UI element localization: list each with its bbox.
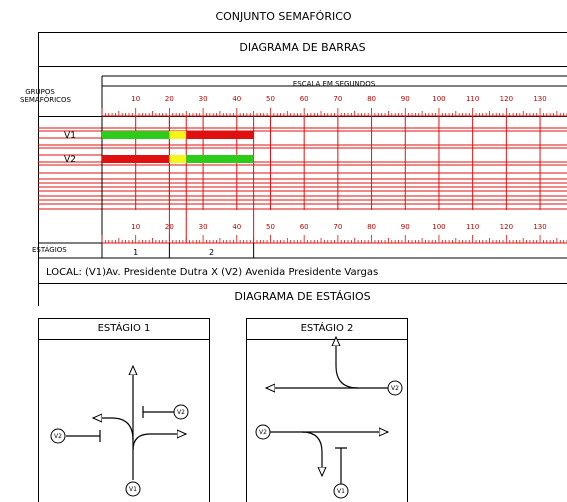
v2-label: V2 <box>259 429 267 436</box>
stage-number-label: 1 <box>133 248 138 257</box>
signal-interval-bar <box>186 131 254 139</box>
stage-1-movements <box>66 366 186 480</box>
signal-interval-bar <box>169 155 187 163</box>
signal-interval-bar <box>169 131 187 139</box>
signal-interval-bar <box>186 155 254 163</box>
ruler-tick-label: 100 <box>432 223 445 231</box>
group-label: V1 <box>64 131 76 141</box>
stage-box-1: ESTÁGIO 1 <box>38 318 210 502</box>
ruler-tick-label: 30 <box>199 223 208 231</box>
ruler-tick-label: 40 <box>232 223 241 231</box>
divider <box>38 66 567 67</box>
v1-right-turn-arrow <box>132 434 186 451</box>
v1-circle <box>333 483 349 499</box>
v2-circle <box>387 380 403 396</box>
stages-label: ESTÁGIOS <box>32 246 67 254</box>
ruler-tick-label: 80 <box>367 223 376 231</box>
ruler-tick-label: 50 <box>266 95 275 103</box>
ruler-tick-label: 120 <box>500 95 513 103</box>
ruler-tick-label: 60 <box>300 95 309 103</box>
ruler-tick-label: 90 <box>401 95 410 103</box>
v2-left-turn-up-arrow <box>336 337 359 389</box>
ruler-tick-label: 120 <box>500 223 513 231</box>
group-label: V2 <box>64 155 76 165</box>
ruler-tick-label: 100 <box>432 95 445 103</box>
v2-circle <box>173 404 189 420</box>
v2-stop-line <box>66 430 101 442</box>
stage-number-label: 2 <box>209 248 214 257</box>
ruler-tick-label: 20 <box>165 223 174 231</box>
stage-2-labels <box>255 380 403 499</box>
v1-stop-line <box>335 447 347 485</box>
ruler-tick-label: 130 <box>533 95 546 103</box>
ruler-tick-label: 10 <box>131 223 140 231</box>
stage-1-title: ESTÁGIO 1 <box>39 323 209 340</box>
v2-label: V2 <box>391 385 399 392</box>
groups-label: GRUPOS SEMAFÓRICOS <box>20 88 71 104</box>
ruler-tick-label: 90 <box>401 223 410 231</box>
v1-label: V1 <box>337 488 345 495</box>
stage-box-2: ESTÁGIO 2 <box>246 318 408 502</box>
scale-title: ESCALA EM SEGUNDOS <box>292 80 376 88</box>
v2-stop-line-upper <box>142 406 176 418</box>
signal-interval-bar <box>102 155 170 163</box>
v2-circle <box>255 424 271 440</box>
ruler-tick-label: 80 <box>367 95 376 103</box>
ruler-tick-label: 130 <box>533 223 546 231</box>
v2-label: V2 <box>177 409 185 416</box>
v1-circle <box>125 481 141 497</box>
v1-left-turn-arrow <box>93 418 134 441</box>
ruler-tick-label: 70 <box>333 95 342 103</box>
v2-right-turn-down-arrow <box>301 431 322 476</box>
ruler-tick-label: 110 <box>466 95 479 103</box>
ruler-tick-label: 50 <box>266 223 275 231</box>
location-text: LOCAL: (V1)Av. Presidente Dutra X (V2) A… <box>46 267 379 278</box>
ruler-tick-label: 60 <box>300 223 309 231</box>
divider <box>38 283 567 284</box>
ruler-tick-label: 40 <box>232 95 241 103</box>
v2-circle <box>50 428 66 444</box>
stage-2-movements <box>266 337 388 485</box>
page-title: CONJUNTO SEMAFÓRICO <box>215 10 352 23</box>
bar-diagram-frame <box>38 32 567 306</box>
ruler-tick-label: 70 <box>333 223 342 231</box>
bar-diagram-title: DIAGRAMA DE BARRAS <box>239 41 366 54</box>
signal-interval-bar <box>102 131 170 139</box>
ruler-tick-label: 20 <box>165 95 174 103</box>
stage-1-labels <box>50 404 189 497</box>
stage-diagram-title: DIAGRAMA DE ESTÁGIOS <box>234 290 371 303</box>
ruler-tick-label: 110 <box>466 223 479 231</box>
ruler-tick-label: 10 <box>131 95 140 103</box>
stage-2-title: ESTÁGIO 2 <box>247 323 407 340</box>
v2-label: V2 <box>54 433 62 440</box>
v1-label: V1 <box>129 486 137 493</box>
ruler-tick-label: 30 <box>199 95 208 103</box>
